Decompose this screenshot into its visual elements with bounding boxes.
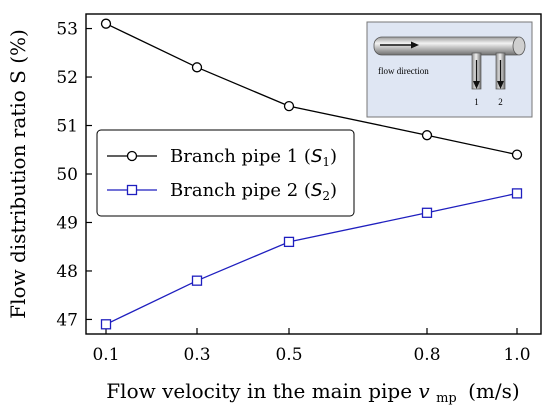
legend-name-series-1: Branch pipe 1 — [170, 146, 298, 167]
legend-open-paren-2: ( — [304, 180, 311, 201]
y-tick-label: 52 — [56, 68, 78, 88]
legend-subscript-series-2: 2 — [322, 189, 330, 203]
x-axis-title: Flow velocity in the main pipe v mp (m/s… — [106, 379, 519, 407]
x-tick-label: 0.3 — [183, 345, 210, 365]
x-axis-title-subscript: mp — [436, 391, 457, 406]
data-point-circle — [511, 149, 523, 160]
y-axis: 47 48 49 50 51 52 53 — [56, 20, 92, 330]
legend-label-series-2: Branch pipe 2 (S2) — [170, 180, 337, 203]
y-tick-label: 53 — [56, 20, 78, 40]
inset-pipe-diagram: flow direction 1 2 — [366, 21, 533, 118]
data-point-circle — [421, 130, 433, 141]
legend-close-paren-2: ) — [330, 180, 337, 201]
x-axis: 0.1 0.3 0.5 0.8 1.0 — [92, 328, 531, 365]
legend: Branch pipe 1 (S1) Branch pipe 2 (S2) — [96, 129, 355, 217]
y-tick-label: 50 — [56, 165, 78, 185]
legend-close-paren-1: ) — [330, 146, 337, 167]
data-point-square — [100, 319, 112, 330]
main-pipe-end — [512, 36, 526, 56]
inset-branch-label-1: 1 — [474, 97, 479, 107]
x-axis-title-text: Flow velocity in the main pipe — [106, 379, 412, 403]
data-point-square — [421, 207, 433, 218]
legend-name-series-2: Branch pipe 2 — [170, 180, 298, 201]
data-point-circle — [283, 100, 295, 112]
data-point-square — [511, 188, 523, 199]
inset-flow-label: flow direction — [378, 66, 429, 76]
legend-frame — [96, 129, 355, 217]
flow-arrow-head — [411, 41, 419, 49]
branch-1-arrow-head — [473, 81, 480, 89]
legend-symbol-series-1: S — [311, 146, 322, 167]
x-tick-label: 1.0 — [503, 345, 530, 365]
y-tick-label: 47 — [56, 310, 78, 330]
y-tick-label: 48 — [56, 262, 78, 282]
data-point-circle — [100, 18, 112, 29]
x-tick-label: 0.5 — [275, 345, 302, 365]
y-axis-title: Flow distribution ratio S (%) — [6, 29, 30, 319]
x-tick-label: 0.8 — [413, 345, 440, 365]
legend-symbol-series-2: S — [311, 180, 322, 201]
legend-label-series-1: Branch pipe 1 (S1) — [170, 146, 337, 169]
data-point-square — [191, 275, 203, 286]
data-point-square — [283, 236, 295, 248]
x-axis-title-unit: (m/s) — [468, 379, 520, 403]
series-layer — [100, 18, 523, 330]
main-pipe — [373, 36, 525, 56]
legend-open-paren-1: ( — [304, 146, 311, 167]
y-tick-label: 49 — [56, 213, 78, 233]
x-tick-label: 0.1 — [92, 345, 119, 365]
inset-branch-label-2: 2 — [498, 97, 503, 107]
legend-marker-circle — [126, 150, 138, 162]
legend-marker-square — [126, 184, 138, 196]
x-axis-title-symbol: v — [418, 379, 430, 403]
data-point-circle — [191, 62, 203, 73]
branch-2-arrow-head — [497, 81, 504, 89]
legend-subscript-series-1: 1 — [322, 155, 330, 169]
y-tick-label: 51 — [56, 117, 78, 137]
